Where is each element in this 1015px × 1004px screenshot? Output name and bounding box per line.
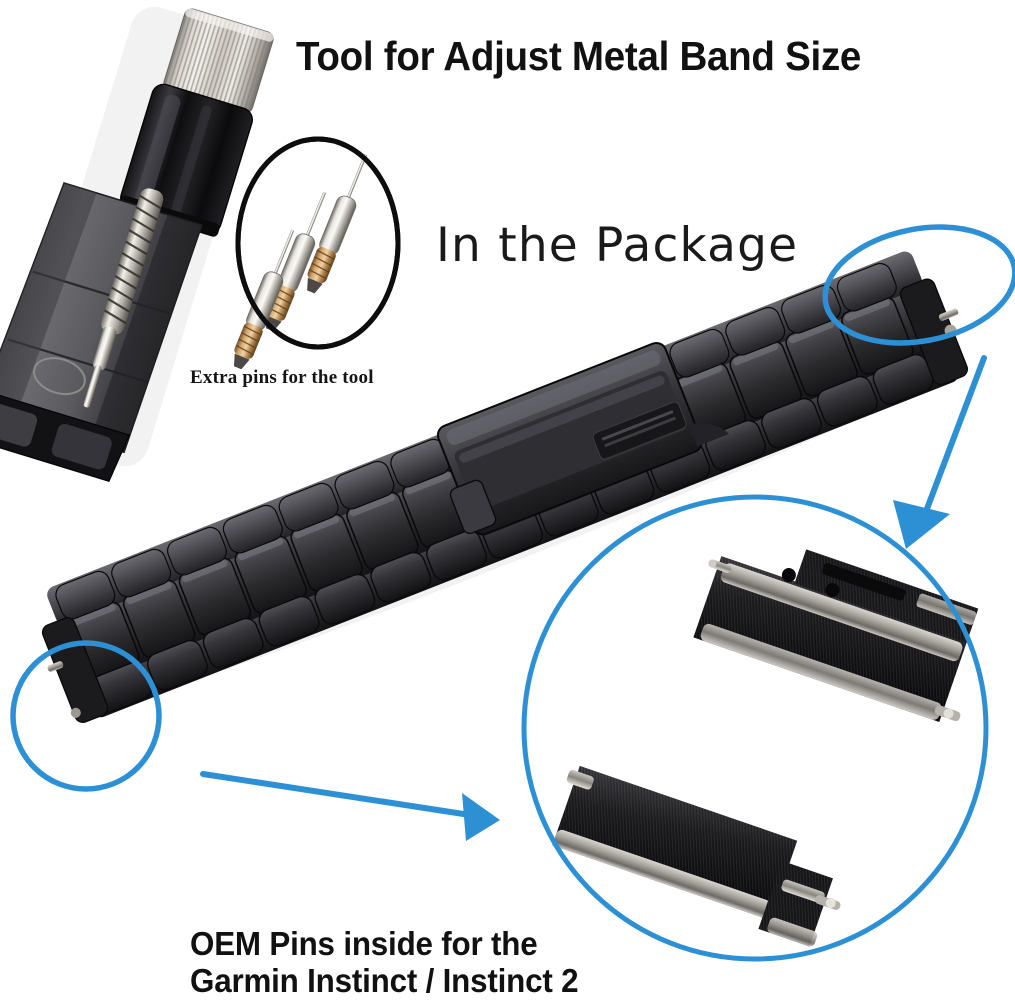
detail-circle	[521, 494, 989, 962]
extra-pin	[233, 229, 295, 370]
tool-spring-and-pin	[83, 188, 164, 408]
annotation-layer	[10, 224, 1015, 841]
page-title: Tool for Adjust Metal Band Size	[296, 33, 862, 79]
extra-pin	[307, 153, 368, 294]
extra-pins-caption: Extra pins for the tool	[190, 367, 374, 388]
highlight-circle-right	[822, 224, 1015, 346]
pointer-arrow-left	[200, 771, 500, 841]
metal-watch-band	[41, 251, 968, 724]
band-endpiece-detail-inset	[521, 494, 989, 962]
tool-knurled-knob	[163, 8, 274, 114]
oem-pins-caption-line2: Garmin Instinct / Instinct 2	[190, 962, 579, 999]
band-clasp	[436, 342, 730, 536]
oem-pins-caption: OEM Pins inside for the Garmin Instinct …	[190, 925, 579, 999]
band-sizing-tool	[0, 6, 274, 482]
band-endpiece-left	[41, 617, 109, 724]
endpiece-closeup-upper	[693, 549, 979, 723]
highlight-circle-left	[10, 640, 162, 792]
pointer-arrow-right	[893, 355, 987, 549]
tool-base-feet	[0, 389, 131, 482]
extra-pin	[265, 191, 327, 332]
endpiece-closeup-lower	[552, 765, 841, 947]
in-the-package-heading: In the Package	[436, 218, 799, 273]
extra-pins-inset	[233, 136, 401, 370]
oem-pins-caption-line1: OEM Pins inside for the	[190, 925, 538, 962]
